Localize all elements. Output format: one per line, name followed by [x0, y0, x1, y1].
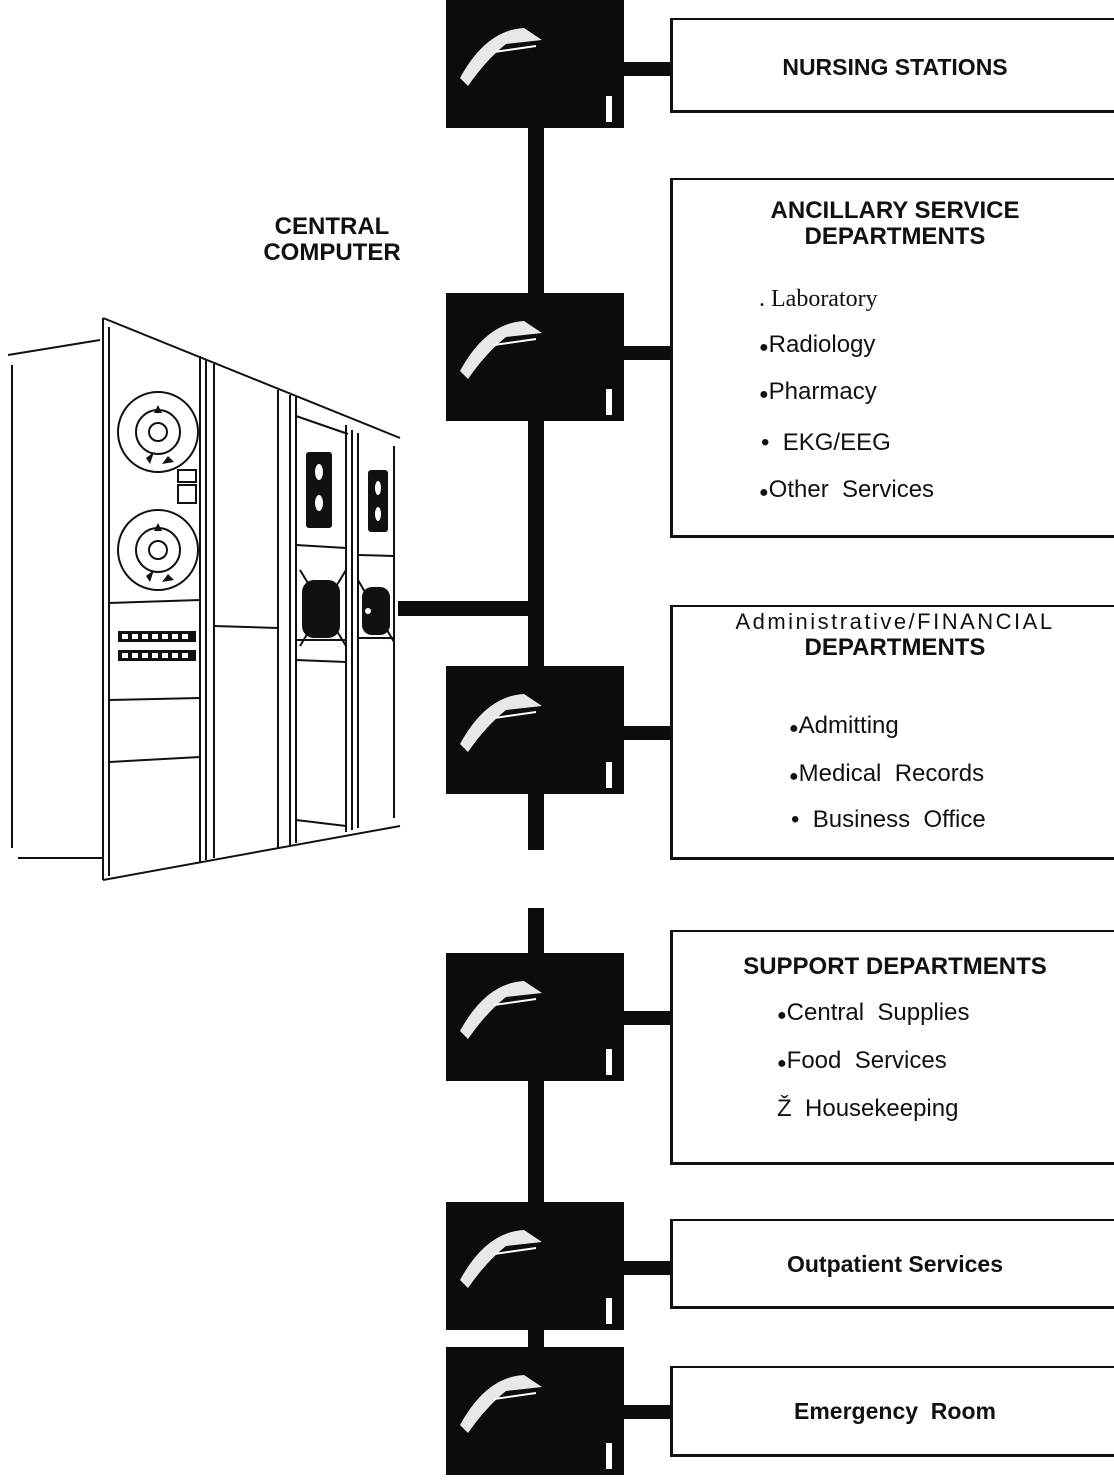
box-title: Outpatient Services — [786, 1251, 1004, 1277]
bullet: ● — [759, 339, 769, 356]
terminal-screen-icon — [446, 1202, 624, 1330]
list-item: . Laboratory — [759, 286, 878, 312]
item-label: Other Services — [768, 476, 935, 503]
item-label: Admitting — [798, 712, 899, 739]
item-label: Pharmacy — [768, 378, 877, 405]
item-label: Laboratory — [771, 286, 878, 312]
box-title: ANCILLARY SERVICE DEPARTMENTS — [673, 198, 1114, 250]
terminal-screen-icon — [446, 0, 624, 128]
terminal-screen-icon — [446, 953, 624, 1081]
list-item: ●Pharmacy — [759, 379, 877, 408]
bullet: ● — [759, 386, 769, 403]
terminal-screen-icon — [446, 666, 624, 794]
administrative-financial-box: Administrative/FINANCIAL DEPARTMENTS ●Ad… — [670, 605, 1114, 860]
item-label: Food Services — [786, 1047, 947, 1074]
box-title: Administrative/FINANCIAL DEPARTMENTS — [673, 609, 1114, 661]
bullet: ● — [777, 1055, 787, 1072]
bullet: ● — [789, 768, 799, 785]
computer-detail-highlights — [122, 464, 381, 658]
list-item: ●Radiology — [759, 332, 875, 361]
computer-connector — [398, 601, 530, 616]
box-title: NURSING STATIONS — [782, 54, 1008, 80]
bullet: • — [761, 429, 770, 456]
bullet: ● — [759, 484, 769, 501]
terminal-screen-icon — [446, 293, 624, 421]
computer-label-line1: CENTRAL — [274, 213, 390, 240]
item-label: Central Supplies — [786, 999, 970, 1026]
box-title-line2: DEPARTMENTS — [804, 634, 986, 661]
bullet: Ž — [777, 1095, 792, 1122]
box-title-line2: DEPARTMENTS — [804, 223, 986, 250]
emergency-room-box: Emergency Room — [670, 1366, 1114, 1457]
item-label: Business Office — [812, 806, 986, 833]
computer-label-line2: COMPUTER — [263, 239, 401, 266]
item-label: EKG/EEG — [782, 429, 891, 456]
computer-details — [118, 405, 390, 661]
bullet: ● — [789, 720, 799, 737]
list-item: ●Admitting — [789, 713, 899, 742]
nursing-stations-box: NURSING STATIONS — [670, 18, 1114, 113]
item-label: Housekeeping — [805, 1095, 959, 1122]
list-item: • Business Office — [791, 807, 986, 833]
list-item: Ž Housekeeping — [777, 1096, 958, 1122]
central-computer-label: CENTRAL COMPUTER — [232, 214, 432, 266]
outpatient-services-box: Outpatient Services — [670, 1219, 1114, 1309]
terminal-screen-icon — [446, 1347, 624, 1475]
bullet: . — [759, 286, 765, 312]
box-connectors — [620, 62, 672, 1419]
mainframe-computer-icon — [7, 317, 401, 881]
item-label: Medical Records — [798, 760, 985, 787]
ancillary-departments-box: ANCILLARY SERVICE DEPARTMENTS . Laborato… — [670, 178, 1114, 538]
box-title: Emergency Room — [794, 1398, 996, 1424]
item-label: Radiology — [768, 331, 876, 358]
list-item: ●Other Services — [759, 477, 934, 506]
box-title-line1: ANCILLARY SERVICE — [770, 197, 1020, 224]
list-item: • EKG/EEG — [761, 430, 891, 456]
bullet: ● — [777, 1007, 787, 1024]
bullet: • — [791, 806, 800, 833]
box-title-line1: Administrative/FINANCIAL — [735, 609, 1055, 634]
list-item: ●Central Supplies — [777, 1000, 969, 1029]
list-item: ●Medical Records — [789, 761, 984, 790]
support-departments-box: SUPPORT DEPARTMENTS ●Central Supplies ●F… — [670, 930, 1114, 1165]
box-title: SUPPORT DEPARTMENTS — [743, 953, 1047, 980]
list-item: ●Food Services — [777, 1048, 947, 1077]
